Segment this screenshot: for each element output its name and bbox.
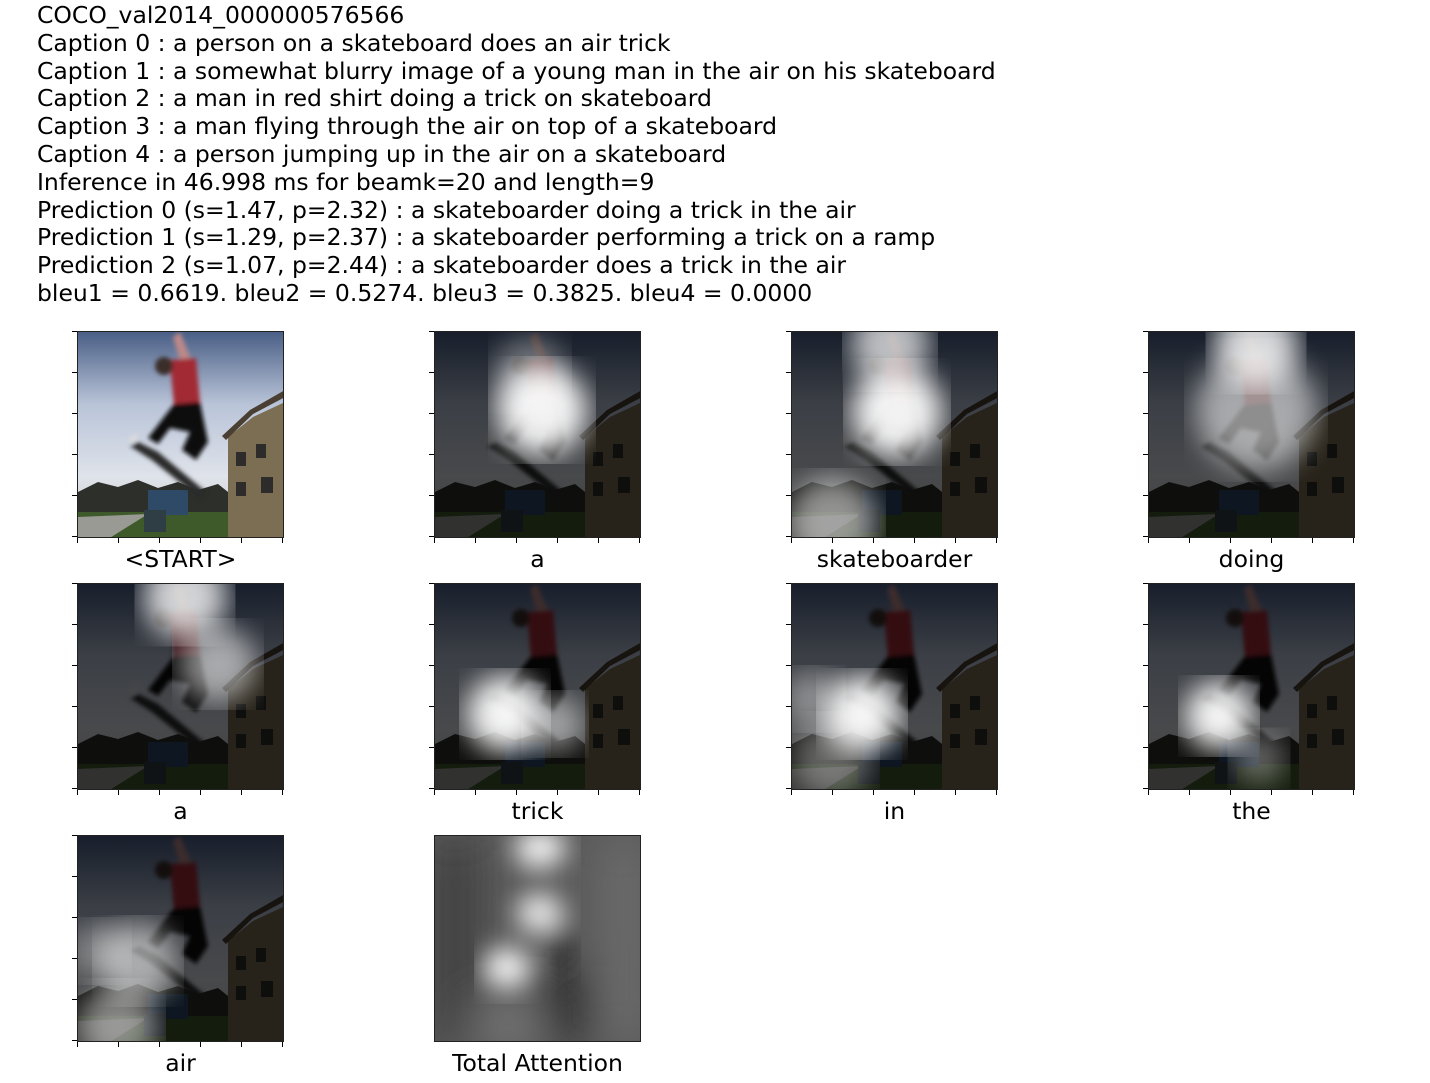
panel-word-label: Total Attention xyxy=(452,1049,623,1077)
attention-panel: Total Attention xyxy=(434,835,641,1077)
inference-text: Inference in 46.998 ms for beamk=20 and … xyxy=(37,167,655,196)
attention-panel: in xyxy=(786,583,998,825)
scene-image xyxy=(435,332,640,537)
caption-4-text: Caption 4 : a person jumping up in the a… xyxy=(37,139,727,168)
panel-image-frame xyxy=(434,331,641,538)
caption-0-text: Caption 0 : a person on a skateboard doe… xyxy=(37,28,671,57)
scene-image xyxy=(435,584,640,789)
prediction-2-text: Prediction 2 (s=1.07, p=2.44) : a skateb… xyxy=(37,251,847,280)
attention-panel: air xyxy=(72,835,284,1077)
panel-image-frame xyxy=(434,583,641,790)
scene-image xyxy=(78,332,283,537)
attention-panel: the xyxy=(1143,583,1355,825)
scene-image xyxy=(78,584,283,789)
image-id-text: COCO_val2014_000000576566 xyxy=(37,1,405,29)
scene-image xyxy=(1149,584,1354,789)
prediction-0-text: Prediction 0 (s=1.47, p=2.32) : a skateb… xyxy=(37,195,856,224)
panel-image-frame xyxy=(77,331,284,538)
caption-2-text: Caption 2 : a man in red shirt doing a t… xyxy=(37,84,712,113)
panel-word-label: air xyxy=(165,1049,196,1077)
panel-image-frame xyxy=(1148,331,1355,538)
bleu-scores-text: bleu1 = 0.6619. bleu2 = 0.5274. bleu3 = … xyxy=(37,278,813,307)
scene-image xyxy=(792,332,997,537)
panel-word-label: a xyxy=(530,545,545,573)
panel-image-frame xyxy=(434,835,641,1042)
panel-image-frame xyxy=(77,835,284,1042)
prediction-1-text: Prediction 1 (s=1.29, p=2.37) : a skateb… xyxy=(37,223,936,252)
attention-panel: doing xyxy=(1143,331,1355,573)
caption-3-text: Caption 3 : a man flying through the air… xyxy=(37,112,778,141)
panel-word-label: in xyxy=(883,797,906,825)
attention-panel: <START> xyxy=(72,331,284,573)
panel-image-frame xyxy=(1148,583,1355,790)
panel-image-frame xyxy=(791,331,998,538)
attention-panel: a xyxy=(72,583,284,825)
scene-image xyxy=(1149,332,1354,537)
panel-word-label: <START> xyxy=(124,545,237,573)
panel-image-frame xyxy=(77,583,284,790)
panel-image-frame xyxy=(791,583,998,790)
caption-1-text: Caption 1 : a somewhat blurry image of a… xyxy=(37,56,996,85)
panel-word-label: trick xyxy=(511,797,564,825)
attention-panel: skateboarder xyxy=(786,331,998,573)
caption-header: COCO_val2014_000000576566 Caption 0 : a … xyxy=(37,1,996,308)
scene-image xyxy=(792,584,997,789)
total-attention-heatmap xyxy=(435,836,640,1041)
attention-panel: trick xyxy=(429,583,641,825)
panel-word-label: a xyxy=(173,797,188,825)
panel-word-label: skateboarder xyxy=(816,545,973,573)
panel-word-label: the xyxy=(1232,797,1271,825)
scene-image xyxy=(78,836,283,1041)
attention-panel: a xyxy=(429,331,641,573)
panel-word-label: doing xyxy=(1218,545,1285,573)
